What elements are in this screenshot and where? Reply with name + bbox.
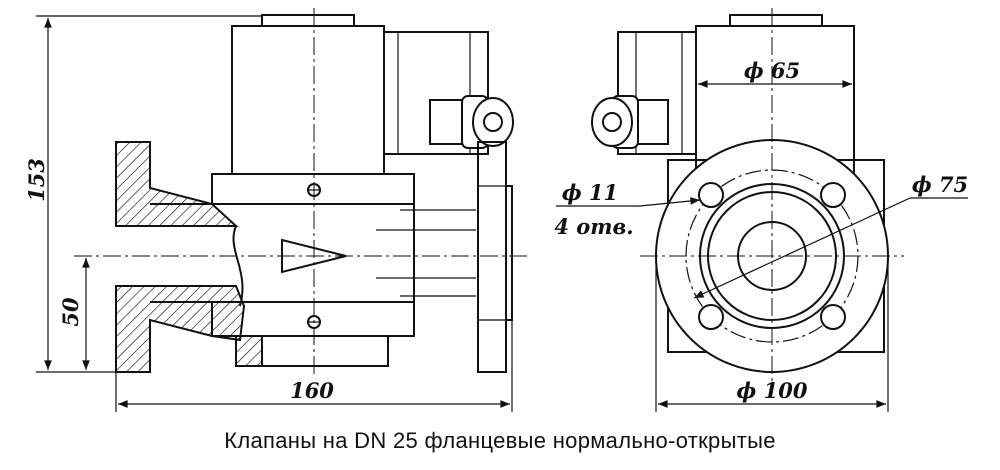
dim-height-axis: 50 <box>58 297 83 327</box>
dim-hole-count: 4 отв. <box>554 214 633 239</box>
terminal-box <box>383 31 489 155</box>
front-terminal-box <box>617 31 697 155</box>
dim-line-75 <box>693 197 911 299</box>
front-view: ϕ 65 ϕ 11 4 отв. ϕ 75 ϕ 100 <box>554 8 968 412</box>
coil-top-cap <box>261 14 355 27</box>
right-flange <box>477 141 507 373</box>
dim-length: 160 <box>290 378 334 403</box>
solenoid-coil <box>231 25 385 175</box>
dim-hole-dia: ϕ 11 <box>562 180 618 205</box>
bolt-hole-icon <box>698 304 724 330</box>
cable-gland <box>429 95 514 149</box>
dim-coil-width: ϕ 65 <box>744 58 800 83</box>
figure-caption: Клапаны на DN 25 фланцевые нормально-отк… <box>224 428 776 453</box>
bolt-hole-icon <box>698 182 724 208</box>
dim-line-11 <box>639 197 701 207</box>
bolt-hole-icon <box>820 304 846 330</box>
dim-height-total: 153 <box>24 158 49 202</box>
left-flange-bottom-section <box>115 285 246 373</box>
side-view: 153 50 160 <box>24 8 530 412</box>
dim-bolt-circle: ϕ 75 <box>912 172 968 197</box>
front-cable-gland <box>591 95 669 149</box>
bolt-hole-icon <box>820 182 846 208</box>
dim-flange-dia: ϕ 100 <box>737 378 808 403</box>
valve-drawing: 153 50 160 <box>24 8 968 412</box>
left-flange-top-section <box>115 141 239 227</box>
